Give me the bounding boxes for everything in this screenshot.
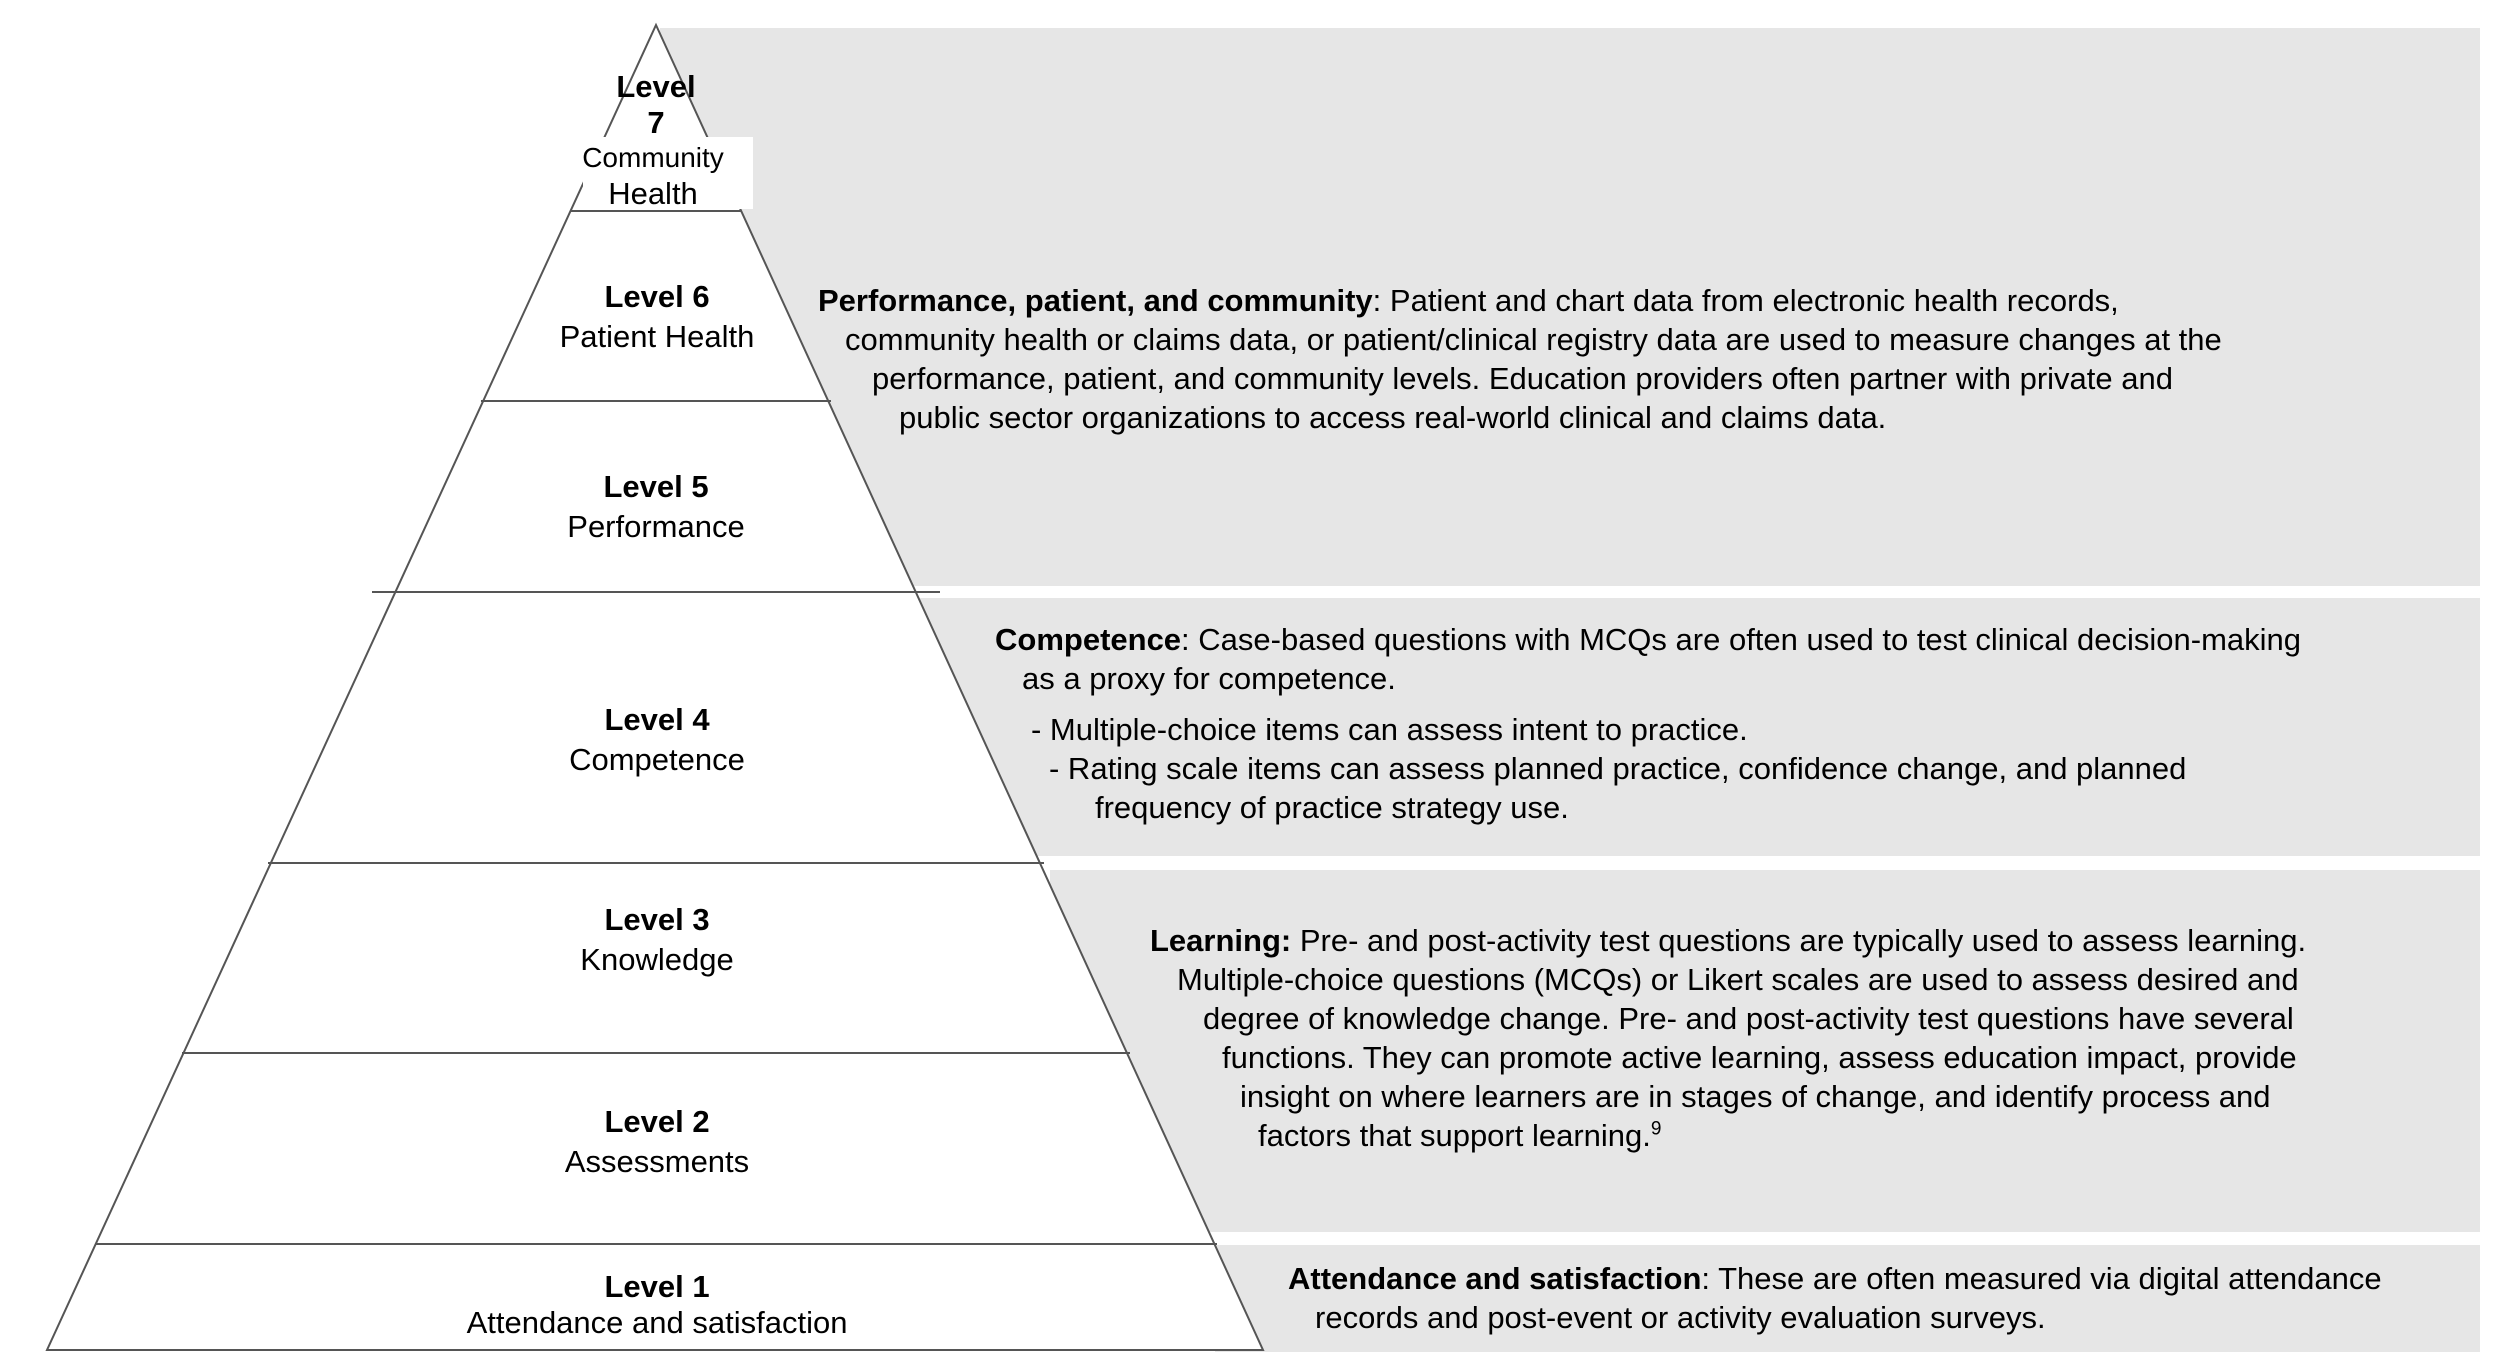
description-learning: Learning: Pre- and post-activity test qu…: [1150, 921, 2306, 1155]
level-7-title-line2: 7: [647, 105, 664, 140]
level-6-title: Level 6: [604, 279, 709, 314]
panel-learning: [1050, 870, 2480, 1232]
description-learning-line-4: functions. They can promote active learn…: [1222, 1040, 2297, 1075]
level-4-name: Competence: [569, 742, 745, 777]
level-3-name: Knowledge: [580, 942, 733, 977]
description-competence-line-2: as a proxy for competence.: [1022, 661, 1396, 696]
level-7-label-background: [583, 137, 753, 209]
description-attendance: Attendance and satisfaction: These are o…: [1288, 1259, 2382, 1337]
panel-competence: [920, 598, 2480, 856]
description-learning-line-3: degree of knowledge change. Pre- and pos…: [1203, 1001, 2294, 1036]
level-4-title: Level 4: [604, 702, 710, 737]
description-competence: Competence: Case-based questions with MC…: [995, 620, 2301, 827]
level-7-title-line1: Level: [616, 69, 695, 104]
description-performance-line-4: public sector organizations to access re…: [899, 400, 1887, 435]
description-performance: Performance, patient, and community: Pat…: [818, 281, 2222, 437]
panel-attendance: [1215, 1245, 2480, 1352]
panel-performance: [660, 28, 2480, 586]
description-competence-heading: Competence: [995, 622, 1182, 657]
level-7-name-line1: Community: [582, 142, 724, 173]
pyramid-shape: [45, 22, 1265, 1351]
description-competence-bullet-2-cont: frequency of practice strategy use.: [1095, 790, 1569, 825]
level-1-title: Level 1: [604, 1269, 709, 1304]
description-learning-heading: Learning:: [1150, 923, 1292, 958]
description-attendance-line-2: records and post-event or activity evalu…: [1315, 1300, 2046, 1335]
footnote-marker: 9: [1650, 1118, 1662, 1140]
level-7-name-line2: Health: [608, 176, 698, 211]
level-3-title: Level 3: [604, 902, 709, 937]
description-performance-line-2: community health or claims data, or pati…: [845, 322, 2222, 357]
level-2-title: Level 2: [604, 1104, 709, 1139]
description-competence-bullet-2: - Rating scale items can assess planned …: [1049, 751, 2187, 786]
description-performance-line-1: : Patient and chart data from electronic…: [1372, 283, 2119, 318]
description-learning-line-5: insight on where learners are in stages …: [1240, 1079, 2271, 1114]
description-learning-line-6: factors that support learning.: [1258, 1118, 1651, 1153]
description-performance-line-3: performance, patient, and community leve…: [872, 361, 2173, 396]
description-learning-line-1: Pre- and post-activity test questions ar…: [1291, 923, 2307, 958]
description-attendance-heading: Attendance and satisfaction: [1288, 1261, 1702, 1296]
level-2-name: Assessments: [565, 1144, 749, 1179]
description-competence-bullet-1: - Multiple-choice items can assess inten…: [1031, 712, 1748, 747]
description-attendance-line-1: : These are often measured via digital a…: [1701, 1261, 2382, 1296]
level-5-name: Performance: [567, 509, 744, 544]
description-competence-line-1: : Case-based questions with MCQs are oft…: [1181, 622, 2302, 657]
level-5-title: Level 5: [603, 469, 708, 504]
level-6-name: Patient Health: [560, 319, 755, 354]
description-learning-line-2: Multiple-choice questions (MCQs) or Like…: [1177, 962, 2299, 997]
description-performance-heading: Performance, patient, and community: [818, 283, 1373, 318]
level-1-name: Attendance and satisfaction: [467, 1305, 848, 1340]
